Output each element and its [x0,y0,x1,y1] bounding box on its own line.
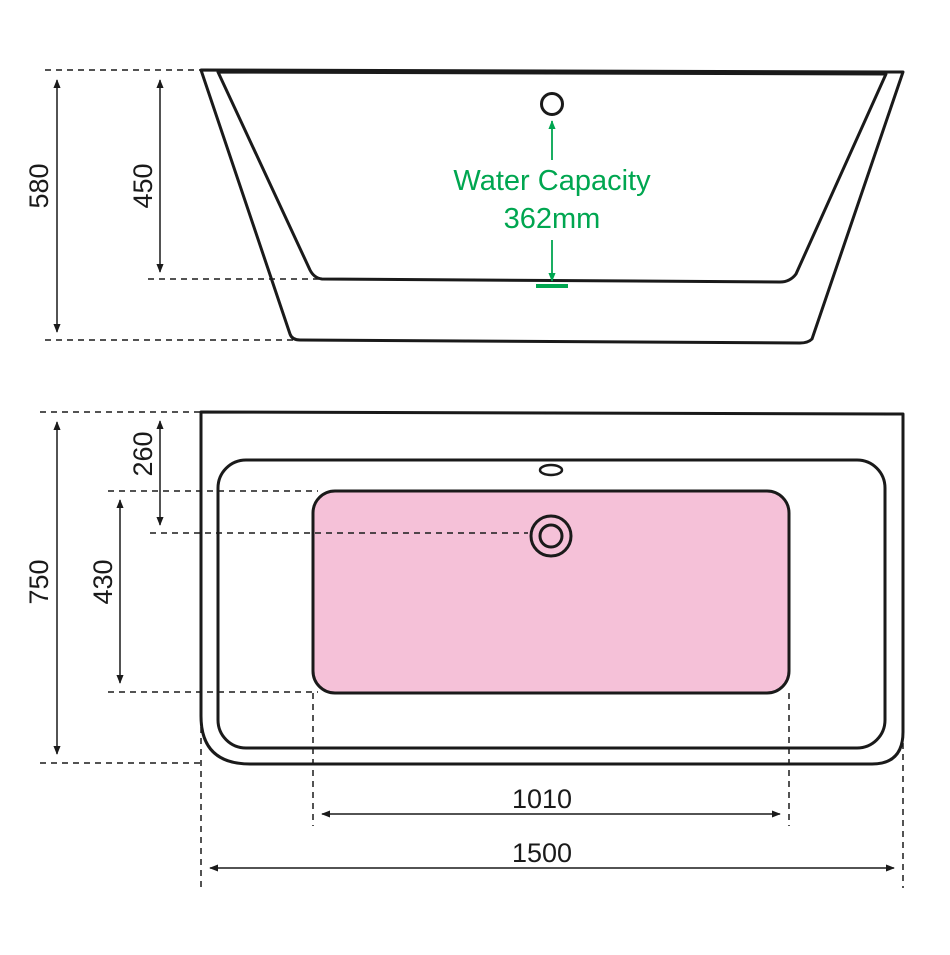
basin-length-label: 1010 [512,784,572,814]
side-view-waste-plug [536,284,568,288]
top-view-waste-outer-icon [529,514,573,558]
side-view-inner-basin [216,70,888,284]
top-view-overflow-icon [538,463,564,477]
overflow-offset-label: 260 [128,431,158,476]
basin-width-label: 430 [88,559,118,604]
water-capacity-label: Water Capacity [453,165,651,197]
water-capacity-value: 362mm [504,203,601,235]
top-view-waste-inner-icon [538,523,564,549]
overall-height-label: 580 [24,163,54,208]
internal-depth-label: 450 [128,163,158,208]
overall-width-label: 750 [24,559,54,604]
side-view: 580 450 Water Capacity 362mm [24,68,905,345]
side-view-overflow-icon [540,92,564,116]
top-view-outer-rim [199,410,905,766]
top-view-basin-floor [311,489,791,695]
side-view-outer-shell [199,68,905,345]
overall-length-label: 1500 [512,838,572,868]
top-view: 750 260 430 1010 1500 [24,410,905,888]
top-view-inner-rim [216,458,887,750]
